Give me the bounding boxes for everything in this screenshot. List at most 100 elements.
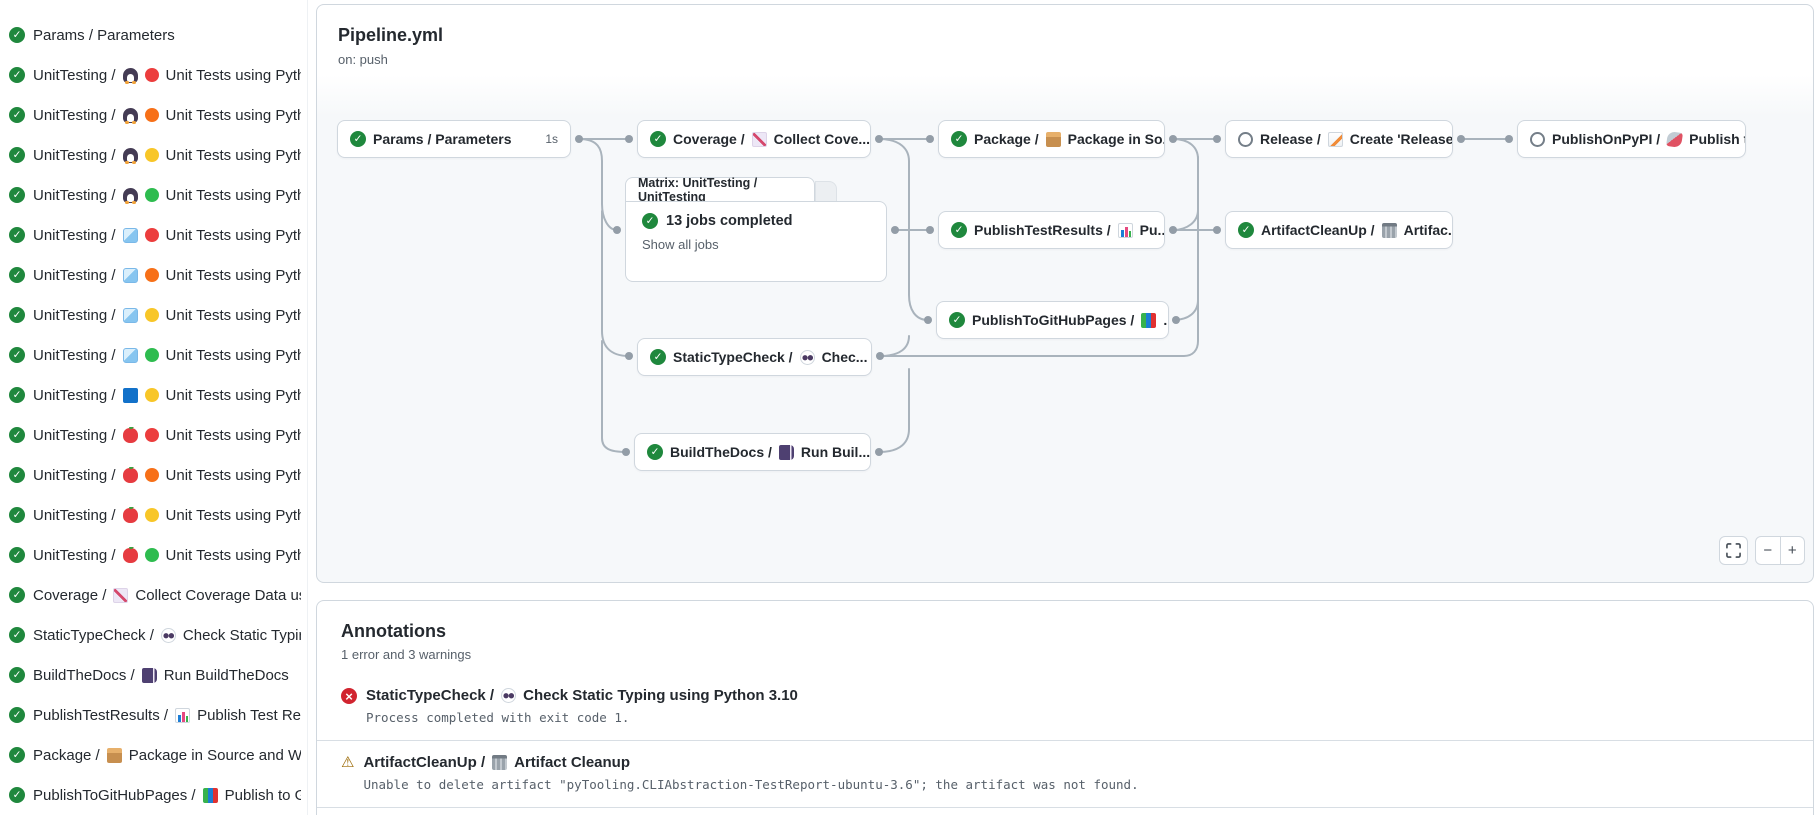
pipeline-title: Pipeline.yml [338, 25, 444, 45]
node-release[interactable]: Release /Create 'Release P... [1225, 120, 1453, 158]
step-name: Run BuildTheDocs [163, 666, 289, 684]
sidebar-job-label: UnitTesting / Unit Tests using Pyth... [33, 227, 301, 244]
annotation-item: StaticTypeCheck /Check Static Typing usi… [317, 674, 1813, 741]
matrix-node[interactable]: 13 jobs completed Show all jobs [625, 201, 887, 282]
step-name: Check Static Typing... [182, 626, 301, 644]
sidebar-job-item[interactable]: StaticTypeCheck /Check Static Typing... [0, 615, 307, 655]
sidebar-job-item[interactable]: UnitTesting /Unit Tests using Pyth... [0, 135, 307, 175]
annotations-header: Annotations 1 error and 3 warnings [317, 601, 1813, 674]
trash-icon [1381, 222, 1397, 238]
step-name: Unit Tests using Pyth... [165, 346, 301, 364]
barchart-icon [175, 707, 191, 723]
node-ptr[interactable]: PublishTestResults /Pu...17s [938, 211, 1165, 249]
node-label: Release / [1260, 131, 1321, 147]
sidebar-job-item[interactable]: UnitTesting /Unit Tests using Pyth... [0, 415, 307, 455]
success-icon [9, 507, 25, 523]
annotations-panel: Annotations 1 error and 3 warnings Stati… [316, 600, 1814, 815]
success-icon [9, 427, 25, 443]
sidebar-job-item[interactable]: PublishToGitHubPages /Publish to G... [0, 775, 307, 815]
sidebar-job-item[interactable]: UnitTesting /Unit Tests using Pyth... [0, 95, 307, 135]
sidebar-job-item[interactable]: UnitTesting /Unit Tests using Pyth... [0, 295, 307, 335]
node-btd[interactable]: BuildTheDocs /Run Buil...47s [634, 433, 871, 471]
py-yellow-icon [144, 508, 159, 522]
macos-icon [122, 427, 138, 443]
macos-icon [122, 547, 138, 563]
sidebar-job-item[interactable]: UnitTesting /Unit Tests using Pyth... [0, 535, 307, 575]
annotation-title[interactable]: StaticTypeCheck /Check Static Typing usi… [366, 687, 798, 704]
annotations-summary: 1 error and 3 warnings [341, 647, 472, 662]
sidebar-job-item[interactable]: UnitTesting /Unit Tests using Pyth... [0, 55, 307, 95]
memo-icon [1327, 131, 1343, 147]
node-package[interactable]: Package /Package in So...25s [938, 120, 1165, 158]
node-label-suffix: Chec... [821, 349, 868, 365]
sidebar-job-label: UnitTesting /Unit Tests using Pyth... [33, 347, 301, 364]
node-ptghp[interactable]: PublishToGitHubPages /...13s [936, 301, 1169, 339]
rocket-icon [1666, 130, 1684, 148]
sidebar-job-item[interactable]: UnitTesting /Unit Tests using Pyth... [0, 175, 307, 215]
job-name: PublishTestResults / [33, 706, 169, 724]
success-icon [9, 107, 25, 123]
sidebar-job-item[interactable]: PublishTestResults /Publish Test Resu... [0, 695, 307, 735]
node-ac[interactable]: ArtifactCleanUp /Artifac...3s [1225, 211, 1453, 249]
book-icon [778, 444, 794, 460]
sidebar-job-item[interactable]: Coverage /Collect Coverage Data usi... [0, 575, 307, 615]
node-stc[interactable]: StaticTypeCheck /Chec...13s [637, 338, 872, 376]
node-label-suffix: Publish to ... [1689, 131, 1745, 147]
py-yellow-icon [144, 388, 159, 402]
success-icon [9, 347, 25, 363]
success-icon [9, 307, 25, 323]
step-name: Unit Tests using Pyth... [165, 266, 301, 284]
success-icon [9, 67, 25, 83]
barchart-icon [1117, 222, 1133, 238]
sidebar-job-item[interactable]: Package /Package in Source and Wh... [0, 735, 307, 775]
node-coverage[interactable]: Coverage /Collect Cove...25s [637, 120, 871, 158]
py-green-icon [144, 348, 159, 362]
sidebar-job-item[interactable]: Params / Parameters [0, 15, 307, 55]
job-name: UnitTesting / [33, 466, 116, 484]
linux-icon [122, 147, 138, 164]
annotation-title[interactable]: ArtifactCleanUp /Artifact Cleanup [363, 754, 1138, 771]
node-label: Package / [974, 131, 1039, 147]
sidebar-job-item[interactable]: BuildTheDocs / Run BuildTheDocs [0, 655, 307, 695]
success-icon [650, 131, 666, 147]
freebsd-icon [122, 307, 138, 323]
sidebar-job-item[interactable]: UnitTesting /Unit Tests using Pyth... [0, 375, 307, 415]
annotation-item: ArtifactCleanUp /Artifact CleanupUnable … [317, 741, 1813, 808]
job-name: UnitTesting / [33, 186, 116, 204]
job-name: UnitTesting / [33, 306, 116, 324]
step-name: Unit Tests using Pyth... [165, 226, 301, 244]
sidebar-job-label: Coverage /Collect Coverage Data usi... [33, 587, 301, 604]
chart-icon [751, 131, 767, 147]
node-pypi[interactable]: PublishOnPyPI /Publish to ... [1517, 120, 1746, 158]
sidebar-job-label: PublishToGitHubPages /Publish to G... [33, 787, 301, 804]
zoom-in-button[interactable]: + [1787, 542, 1797, 559]
sidebar-job-item[interactable]: UnitTesting / Unit Tests using Pyth... [0, 215, 307, 255]
linux-icon [122, 67, 138, 84]
sidebar-job-label: UnitTesting /Unit Tests using Pyth... [33, 547, 301, 564]
sidebar-job-item[interactable]: UnitTesting /Unit Tests using Pyth... [0, 335, 307, 375]
py-orange-icon [144, 468, 159, 482]
job-name: BuildTheDocs / [33, 666, 135, 684]
annotations-title: Annotations [341, 621, 446, 641]
py-red-icon [144, 228, 159, 242]
eyes-icon [799, 349, 815, 365]
skipped-icon [1530, 131, 1545, 147]
show-all-jobs-link[interactable]: Show all jobs [642, 237, 719, 252]
sidebar-job-label: UnitTesting /Unit Tests using Pyth... [33, 107, 301, 124]
job-name: UnitTesting / [33, 226, 116, 244]
job-name: UnitTesting / [33, 426, 116, 444]
sidebar-job-item[interactable]: UnitTesting /Unit Tests using Pyth... [0, 455, 307, 495]
node-label-suffix: Package in So... [1067, 131, 1165, 147]
zoom-out-button[interactable]: − [1756, 537, 1781, 564]
sidebar-job-item[interactable]: UnitTesting /Unit Tests using Pyth... [0, 495, 307, 535]
success-icon [949, 312, 965, 328]
sidebar-job-label: UnitTesting /Unit Tests using Pyth... [33, 427, 301, 444]
fit-view-button[interactable] [1719, 536, 1748, 565]
freebsd-icon [122, 267, 138, 283]
eyes-icon [501, 688, 517, 703]
success-icon [9, 387, 25, 403]
job-name: UnitTesting / [33, 386, 116, 404]
sidebar-job-item[interactable]: UnitTesting /Unit Tests using Pyth... [0, 255, 307, 295]
